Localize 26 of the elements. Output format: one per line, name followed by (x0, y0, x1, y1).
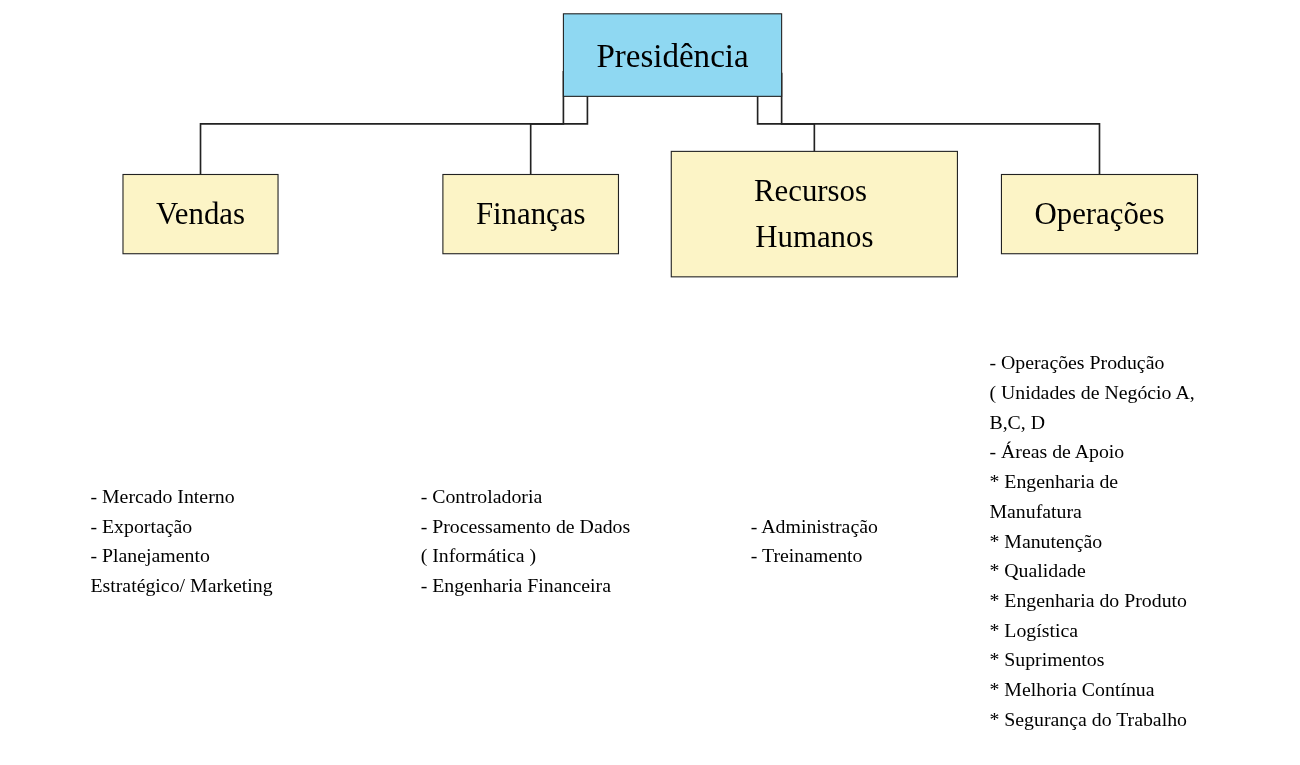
node-label: ( Unidades de Negócio A, B,C, D (989, 381, 1195, 434)
node-box: Operações (1000, 173, 1199, 255)
node-label: - Mercado Interno (90, 485, 235, 508)
connector (756, 95, 816, 153)
node-label: * Engenharia do Produto (989, 589, 1187, 612)
node-box: Vendas (122, 173, 279, 255)
node-label: - Administração (750, 515, 878, 538)
node-box: Presidência (562, 13, 783, 97)
node-label: * Logística (989, 619, 1079, 642)
node-label: - Planejamento Estratégico/ Marketing (90, 544, 273, 597)
node-label: * Segurança do Trabalho (989, 708, 1187, 731)
node-label: - Exportação (90, 515, 193, 538)
node-label: * Melhoria Contínua (989, 678, 1155, 701)
node-label: * Suprimentos (989, 648, 1105, 671)
node-label: - Engenharia Financeira (420, 574, 611, 597)
node-label: * Qualidade (989, 559, 1086, 582)
node-box: Finanças (442, 173, 619, 255)
node-label: - Treinamento (750, 544, 863, 567)
connector (529, 95, 589, 176)
node-label: * Engenharia de Manufatura (989, 470, 1119, 523)
node-box: Recursos Humanos (670, 150, 958, 278)
node-label: - Controladoria (420, 485, 543, 508)
node-label: * Manutenção (989, 529, 1103, 552)
node-label: - Processamento de Dados ( Informática ) (420, 515, 631, 567)
node-label: - Áreas de Apoio (989, 440, 1125, 463)
node-label: - Operações Produção (989, 351, 1165, 374)
